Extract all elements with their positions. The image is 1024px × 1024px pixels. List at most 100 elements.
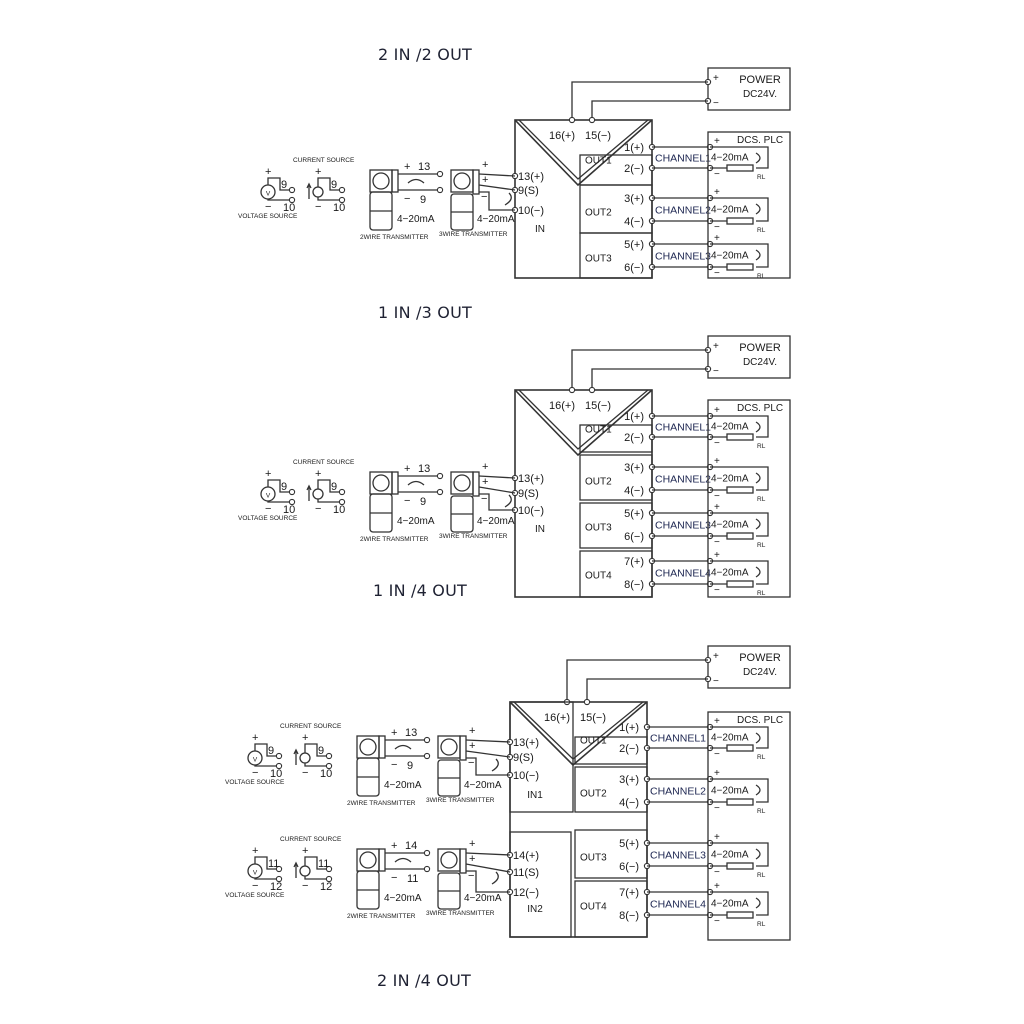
transmitter-body <box>437 872 461 910</box>
output-label: OUT3 <box>585 254 612 265</box>
plus-sign: + <box>469 740 475 752</box>
transmitter-gauge-icon <box>359 851 377 869</box>
dcs-plc: DCS. PLC <box>707 711 791 941</box>
output-terminal-minus: 6(−) <box>624 531 644 543</box>
supply-terminal-plus: 16(+) <box>549 130 575 142</box>
voltage-source-label: VOLTAGE SOURCE <box>238 213 298 220</box>
current-arrow-icon <box>755 472 761 484</box>
plus-sign: + <box>482 174 488 186</box>
power-plus: + <box>713 341 719 352</box>
plc-signal: 4−20mA <box>711 205 749 216</box>
input-terminal: 9(S) <box>518 488 539 500</box>
two-wire-label: 2WIRE TRANSMITTER <box>360 234 429 241</box>
transmitter-body <box>437 759 461 797</box>
current-arrow-icon <box>755 566 761 578</box>
load-label: RL <box>757 754 766 761</box>
module-v-divider-inner <box>518 389 649 450</box>
plc-loop-wire <box>710 197 769 222</box>
power-voltage: DC24V. <box>743 89 777 100</box>
output-label: OUT3 <box>585 523 612 534</box>
output-terminal-plus: 5(+) <box>624 239 644 251</box>
current-arrow-icon <box>755 897 761 909</box>
isolator-module: 16(+)15(−)OUT11(+)2(−)CHANNEL1+−4−20mARL… <box>506 698 769 938</box>
plus-sign: + <box>482 461 488 473</box>
terminal-dot <box>338 488 346 496</box>
signal-label: 4−20mA <box>477 516 515 527</box>
terminal-number: 10 <box>283 504 295 516</box>
wire <box>465 739 511 743</box>
plc-minus: − <box>714 491 720 502</box>
load-resistor <box>726 798 754 806</box>
load-resistor <box>726 532 754 540</box>
wire <box>267 501 290 503</box>
load-resistor <box>726 744 754 752</box>
terminal-dot <box>436 186 444 194</box>
wire <box>267 479 290 493</box>
wire <box>466 757 510 776</box>
load-label: RL <box>757 273 766 280</box>
current-arrow-icon <box>755 848 761 860</box>
current-loop-arrow-icon <box>504 494 512 508</box>
supply-terminal-minus: 15(−) <box>585 130 611 142</box>
supply-terminal-minus: 15(−) <box>585 400 611 412</box>
terminal-dot <box>325 752 333 760</box>
terminal-number: 9 <box>420 194 426 206</box>
transmitter-gauge-icon <box>372 474 390 492</box>
plc-minus: − <box>714 749 720 760</box>
power-plus: + <box>713 651 719 662</box>
input-terminal: 10(−) <box>513 770 539 782</box>
terminal-dot <box>423 736 431 744</box>
current-arrow-icon <box>306 484 312 491</box>
output-terminal-plus: 3(+) <box>624 193 644 205</box>
terminal-dot <box>423 752 431 760</box>
output-label: OUT4 <box>580 902 607 913</box>
plc-loop-wire <box>710 891 769 916</box>
minus-sign: − <box>481 191 487 203</box>
plc-minus: − <box>714 585 720 596</box>
input-terminal: 13(+) <box>518 473 544 485</box>
input-terminal: 9(S) <box>518 185 539 197</box>
isolator-module: 16(+)15(−)OUT11(+)2(−)CHANNEL1+−4−20mARL… <box>511 116 769 280</box>
plus-sign: + <box>404 463 410 475</box>
terminal-number: 12 <box>270 881 282 893</box>
output-label: OUT2 <box>585 208 612 219</box>
output-terminal-plus: 1(+) <box>624 142 644 154</box>
plus-sign: + <box>315 468 321 480</box>
three-wire-label: 3WIRE TRANSMITTER <box>439 231 508 238</box>
output-label: OUT3 <box>580 853 607 864</box>
output-terminal-plus: 1(+) <box>624 411 644 423</box>
current-arrow-icon <box>293 861 299 868</box>
plc-signal: 4−20mA <box>711 733 749 744</box>
transmitter-gauge-icon <box>440 851 458 869</box>
terminal-number: 13 <box>418 161 430 173</box>
output-terminal-plus: 5(+) <box>619 838 639 850</box>
terminal-number: 9 <box>281 179 287 191</box>
current-arrow-icon <box>755 152 761 164</box>
current-source-icon <box>299 865 311 877</box>
signal-label: 4−20mA <box>397 214 435 225</box>
power-minus: − <box>713 98 719 109</box>
plc-signal: 4−20mA <box>711 520 749 531</box>
power-minus: − <box>713 676 719 687</box>
wire <box>317 499 340 503</box>
output-terminal-minus: 2(−) <box>624 432 644 444</box>
supply-terminal-plus: 16(+) <box>549 400 575 412</box>
output-terminal-minus: 6(−) <box>619 861 639 873</box>
input-terminal: 10(−) <box>518 505 544 517</box>
current-source-label: CURRENT SOURCE <box>293 459 355 466</box>
terminal-dot <box>288 186 296 194</box>
transmitter-body <box>356 757 380 797</box>
plc-minus: − <box>714 867 720 878</box>
signal-label: 4−20mA <box>384 780 422 791</box>
plc-box <box>707 131 791 279</box>
transmitter-connector <box>472 471 480 497</box>
power-wire-plus <box>571 349 708 390</box>
transmitter-body <box>369 493 393 533</box>
minus-sign: − <box>252 880 258 892</box>
plc-minus: − <box>714 438 720 449</box>
